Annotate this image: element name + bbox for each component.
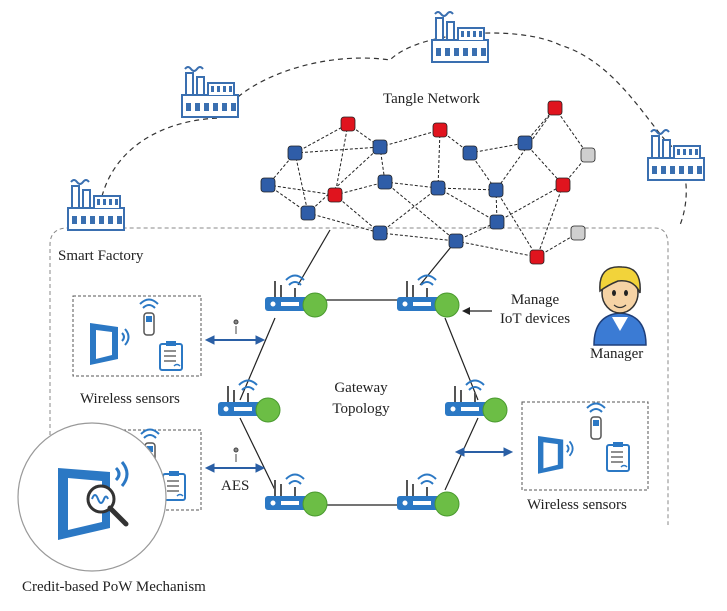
remote-sensor-icon: [139, 298, 159, 336]
factory-icon: [647, 129, 705, 181]
tangle-edge: [437, 187, 497, 191]
tangle-edge: [379, 129, 441, 148]
tangle-edge: [437, 187, 498, 223]
gateway-router-icon: [265, 274, 328, 318]
tablet-icon: [90, 323, 130, 365]
tangle-edge: [437, 129, 441, 189]
wireless-sensors-right-label: Wireless sensors: [527, 497, 627, 513]
tangle-node-red: [327, 187, 343, 203]
tangle-edge: [554, 107, 589, 156]
manage-iot-label: Manage IoT devices: [499, 292, 571, 327]
tangle-node-red: [432, 122, 448, 138]
gateway-router-icon: [218, 379, 281, 423]
tangle-edge: [524, 142, 564, 186]
tangle-node-blue: [488, 182, 504, 198]
wireless-sensors-left-label: Wireless sensors: [80, 391, 180, 407]
tangle-edge: [379, 187, 439, 234]
credit-pow-icon: [17, 422, 167, 572]
tangle-edge: [294, 123, 349, 154]
tangle-edge: [384, 181, 457, 242]
tangle-node-blue: [448, 233, 464, 249]
tangle-node-blue: [489, 214, 505, 230]
clipboard-sensor-icon: [159, 341, 183, 371]
tangle-edge: [294, 152, 309, 214]
gateway-topology-label: Gateway Topology: [332, 380, 390, 417]
tangle-node-blue: [372, 225, 388, 241]
right-double-arrow: [454, 447, 514, 457]
tangle-node-gray: [580, 147, 596, 163]
tangle-node-red: [555, 177, 571, 193]
tangle-edge: [307, 212, 381, 234]
tangle-node-blue: [517, 135, 533, 151]
tangle-edge: [334, 181, 386, 196]
factory-icon: [181, 66, 239, 118]
aes-label: AES: [221, 478, 250, 494]
manager-label: Manager: [590, 346, 644, 362]
tangle-edge: [334, 123, 349, 196]
tangle-edge: [496, 184, 564, 223]
tangle-edge: [469, 142, 526, 154]
manager-icon: [593, 266, 647, 346]
gateway-router-icon: [397, 473, 460, 517]
gateways: [218, 274, 508, 517]
tangle-edges: [267, 107, 589, 258]
smart-factory-label: Smart Factory: [58, 248, 144, 264]
gateway-router-icon: [445, 379, 508, 423]
tangle-node-blue: [462, 145, 478, 161]
tangle-edge: [294, 146, 381, 154]
tangle-edge: [267, 184, 336, 196]
tangle-edge: [307, 146, 381, 214]
tangle-edge: [379, 232, 457, 242]
tangle-node-gray: [570, 225, 586, 241]
factory-icon: [67, 179, 125, 231]
remote-sensor-icon: [586, 402, 606, 440]
tangle-nodes: [260, 100, 596, 265]
tangle-node-red: [529, 249, 545, 265]
gateway-links: [239, 229, 479, 506]
tangle-node-blue: [430, 180, 446, 196]
tangle-node-blue: [300, 205, 316, 221]
tangle-node-blue: [260, 177, 276, 193]
tangle-edge: [495, 189, 538, 258]
tangle-node-red: [547, 100, 563, 116]
tangle-network-label: Tangle Network: [383, 91, 480, 107]
gateway-router-icon: [397, 274, 460, 318]
manage-arrow-head: [462, 307, 470, 315]
gateway-router-icon: [265, 473, 328, 517]
factories: [67, 11, 705, 231]
tangle-node-blue: [377, 174, 393, 190]
clipboard-sensor-icon: [606, 442, 630, 472]
antenna-icon: [233, 319, 239, 462]
tangle-edge: [455, 240, 538, 258]
tangle-node-red: [340, 116, 356, 132]
left-lower-double-arrow: [204, 463, 266, 473]
tangle-node-blue: [372, 139, 388, 155]
factory-icon: [431, 11, 489, 63]
tangle-edge: [384, 181, 439, 189]
tablet-icon: [538, 436, 574, 474]
tangle-node-blue: [287, 145, 303, 161]
left-upper-double-arrow: [204, 335, 266, 345]
tangle-edge: [536, 184, 564, 258]
credit-pow-label: Credit-based PoW Mechanism: [22, 579, 206, 595]
factory-cloud-outline: [99, 32, 687, 226]
